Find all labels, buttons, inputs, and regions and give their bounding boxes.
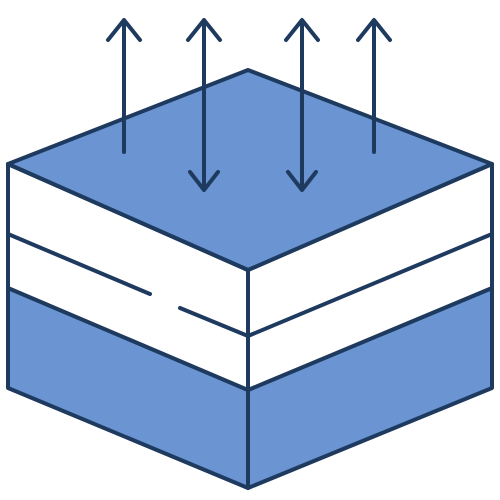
arrow-up-down-icon xyxy=(186,18,222,192)
arrow-up-icon xyxy=(106,18,142,154)
band-separator-left-outer xyxy=(6,232,152,296)
top-layer-left-edge xyxy=(6,162,250,272)
arrow-up-down-icon xyxy=(284,18,320,192)
top-layer xyxy=(6,68,494,272)
band-separator-right xyxy=(246,232,494,338)
arrow-up-icon xyxy=(356,18,392,154)
band-separator-left-inner xyxy=(178,306,250,338)
flow-arrows xyxy=(106,18,392,192)
